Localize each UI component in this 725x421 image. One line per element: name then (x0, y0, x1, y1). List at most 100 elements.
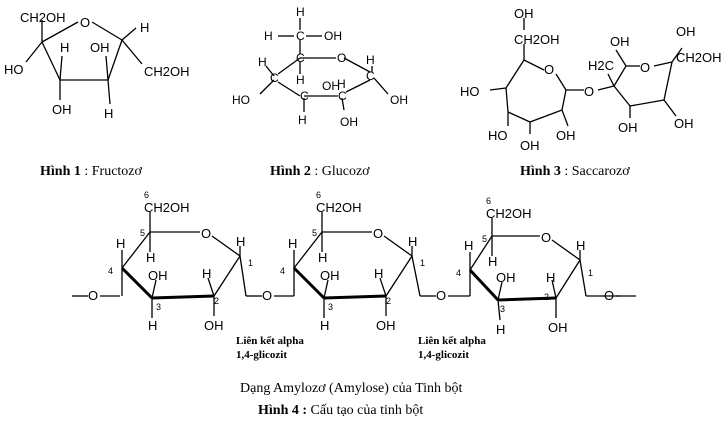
saccharose-oh-c3: OH (618, 120, 638, 135)
amylose-u3-h-c4: H (464, 238, 473, 253)
glucose-oh-c6: OH (324, 29, 342, 43)
fructose-ch2oh-1: CH2OH (20, 10, 66, 25)
saccharose-oh-c4: OH (674, 116, 694, 131)
fructose-ch2oh-6: CH2OH (144, 64, 190, 79)
amylose-u3-oh-c2: OH (548, 320, 568, 335)
amylose-unit-3: 6 CH2OH 5 O H 1 H 4 H OH H 3 2 H OH O (448, 196, 636, 337)
amylose-u3-oh-c3: OH (496, 270, 516, 285)
glucose-oh-c1: OH (390, 93, 408, 107)
amylose-u1-pos-2: 2 (214, 296, 219, 306)
glucose-h-c1: H (366, 53, 375, 67)
fructose-oh-mid: OH (90, 40, 110, 55)
link-label-2-line2: 1,4-glicozit (418, 349, 469, 361)
amylose-u1-pos-4: 4 (108, 266, 113, 276)
glucose-c5: C (296, 51, 305, 65)
glucose-h-c4: H (258, 55, 267, 69)
saccharose-oh-top-left: OH (514, 6, 534, 21)
amylose-u1-pos-5: 5 (140, 228, 145, 238)
amylose-u2-h-c4: H (288, 236, 297, 251)
saccharose-bridge-oxygen: O (584, 84, 594, 99)
fructose-ring-oxygen: O (80, 15, 90, 30)
glucose-ring-oxygen: O (337, 51, 346, 65)
fructose-h-bottom: H (104, 106, 113, 121)
amylose-u2-h-c3: H (320, 318, 329, 333)
link-label-1-line1: Liên kết alpha (236, 335, 304, 347)
amylose-u2-oh-c3: OH (320, 268, 340, 283)
saccharose-ring-oxygen-1: O (544, 62, 554, 77)
glucose-ho-c4: HO (232, 93, 250, 107)
amylose-u1-h-c3: H (148, 318, 157, 333)
saccharose-ho-left: HO (460, 84, 480, 99)
amylose-u3-pos-5: 5 (482, 234, 487, 244)
amylose-caption: Dạng Amylozơ (Amylose) của Tinh bột (240, 381, 463, 396)
amylose-u2-pos-6: 6 (316, 190, 321, 200)
amylose-u1-ring-oxygen: O (201, 226, 211, 241)
amylose-u1-pos-1: 1 (248, 258, 253, 268)
amylose-u2-oh-c2: OH (376, 318, 396, 333)
amylose-u2-h-c1: H (408, 234, 417, 249)
glucose-h-left: H (264, 29, 273, 43)
amylose-link-o-1: O (262, 288, 272, 303)
glucose-structure: H H C OH C O H C H H C HO C C OH H OH H … (232, 5, 408, 129)
amylose-u1-h-c1: H (236, 234, 245, 249)
amylose-u3-h-c1: H (576, 238, 585, 253)
saccharose-oh-top-mid: OH (610, 34, 630, 49)
amylose-unit-1: 6 CH2OH 5 O H 1 H 4 H OH H 3 2 H OH O (108, 190, 272, 333)
saccharose-ho-bottom: HO (488, 128, 508, 143)
caption-figure-2: Hình 2 : Glucozơ (270, 164, 370, 179)
amylose-u3-h-c3: H (496, 322, 505, 337)
glucose-oh-c3: OH (322, 79, 340, 93)
amylose-u1-oh-c3: OH (148, 268, 168, 283)
amylose-u2-ch2oh: CH2OH (316, 200, 362, 215)
amylose-u1-h-c4: H (116, 236, 125, 251)
amylose-u1-ch2oh: CH2OH (144, 200, 190, 215)
amylose-u3-h-c5: H (488, 254, 497, 269)
saccharose-structure: OH CH2OH O HO HO OH OH O OH H2C O OH CH2… (460, 6, 722, 153)
amylose-structure: O 6 CH2OH 5 O H 1 H (72, 190, 636, 361)
caption-figure-4: Hình 4 : Cấu tạo của tinh bột (258, 403, 423, 418)
caption-figure-3: Hình 3 : Saccarozơ (520, 164, 630, 179)
amylose-u3-pos-2: 2 (544, 292, 549, 302)
saccharose-ring-oxygen-2: O (640, 60, 650, 75)
glucose-c2: C (338, 89, 347, 103)
glucose-c4: C (270, 71, 279, 85)
glucose-h-top: H (296, 5, 305, 19)
amylose-u2-ring-oxygen: O (373, 226, 383, 241)
glucose-h-c2: H (337, 77, 346, 91)
fructose-h-top: H (140, 20, 149, 35)
amylose-u3-ring-oxygen: O (541, 230, 551, 245)
saccharose-ch2-left: CH2OH (514, 32, 560, 47)
amylose-u2-h-c2: H (374, 266, 383, 281)
amylose-u3-pos-1: 1 (588, 268, 593, 278)
glucose-c6: C (296, 29, 305, 43)
amylose-u1-h-c2: H (202, 266, 211, 281)
fructose-structure: CH2OH O H HO H OH CH2OH OH H (4, 10, 190, 121)
amylose-u3-h-c2: H (546, 270, 555, 285)
amylose-u2-h-c5: H (318, 250, 327, 265)
amylose-u1-oh-c2: OH (204, 318, 224, 333)
amylose-unit-2: 6 CH2OH 5 O H 1 H 4 H OH H 3 2 H OH O (274, 190, 446, 333)
saccharose-oh-top-right: OH (676, 24, 696, 39)
fructose-h-mid: H (60, 40, 69, 55)
glucose-oh-c2: OH (340, 115, 358, 129)
amylose-u3-pos-4: 4 (456, 268, 461, 278)
saccharose-ch2-right: CH2OH (676, 50, 722, 65)
glucose-c3: C (300, 89, 309, 103)
amylose-u3-pos-6: 6 (486, 196, 491, 206)
amylose-u2-pos-1: 1 (420, 258, 425, 268)
link-label-1-line2: 1,4-glicozit (236, 349, 287, 361)
amylose-o-end: O (604, 288, 614, 303)
amylose-u1-pos-3: 3 (156, 302, 161, 312)
fructose-ho-left: HO (4, 62, 24, 77)
amylose-u1-pos-6: 6 (144, 190, 149, 200)
glucose-h-c5: H (296, 73, 305, 87)
amylose-u3-ch2oh: CH2OH (486, 206, 532, 221)
amylose-o-start: O (88, 288, 98, 303)
amylose-link-o-2: O (436, 288, 446, 303)
saccharose-h2c: H2C (588, 58, 614, 73)
amylose-u1-h-c5: H (146, 250, 155, 265)
saccharose-oh-under: OH (520, 138, 540, 153)
fructose-oh-bottom: OH (52, 102, 72, 117)
amylose-u2-pos-4: 4 (280, 266, 285, 276)
